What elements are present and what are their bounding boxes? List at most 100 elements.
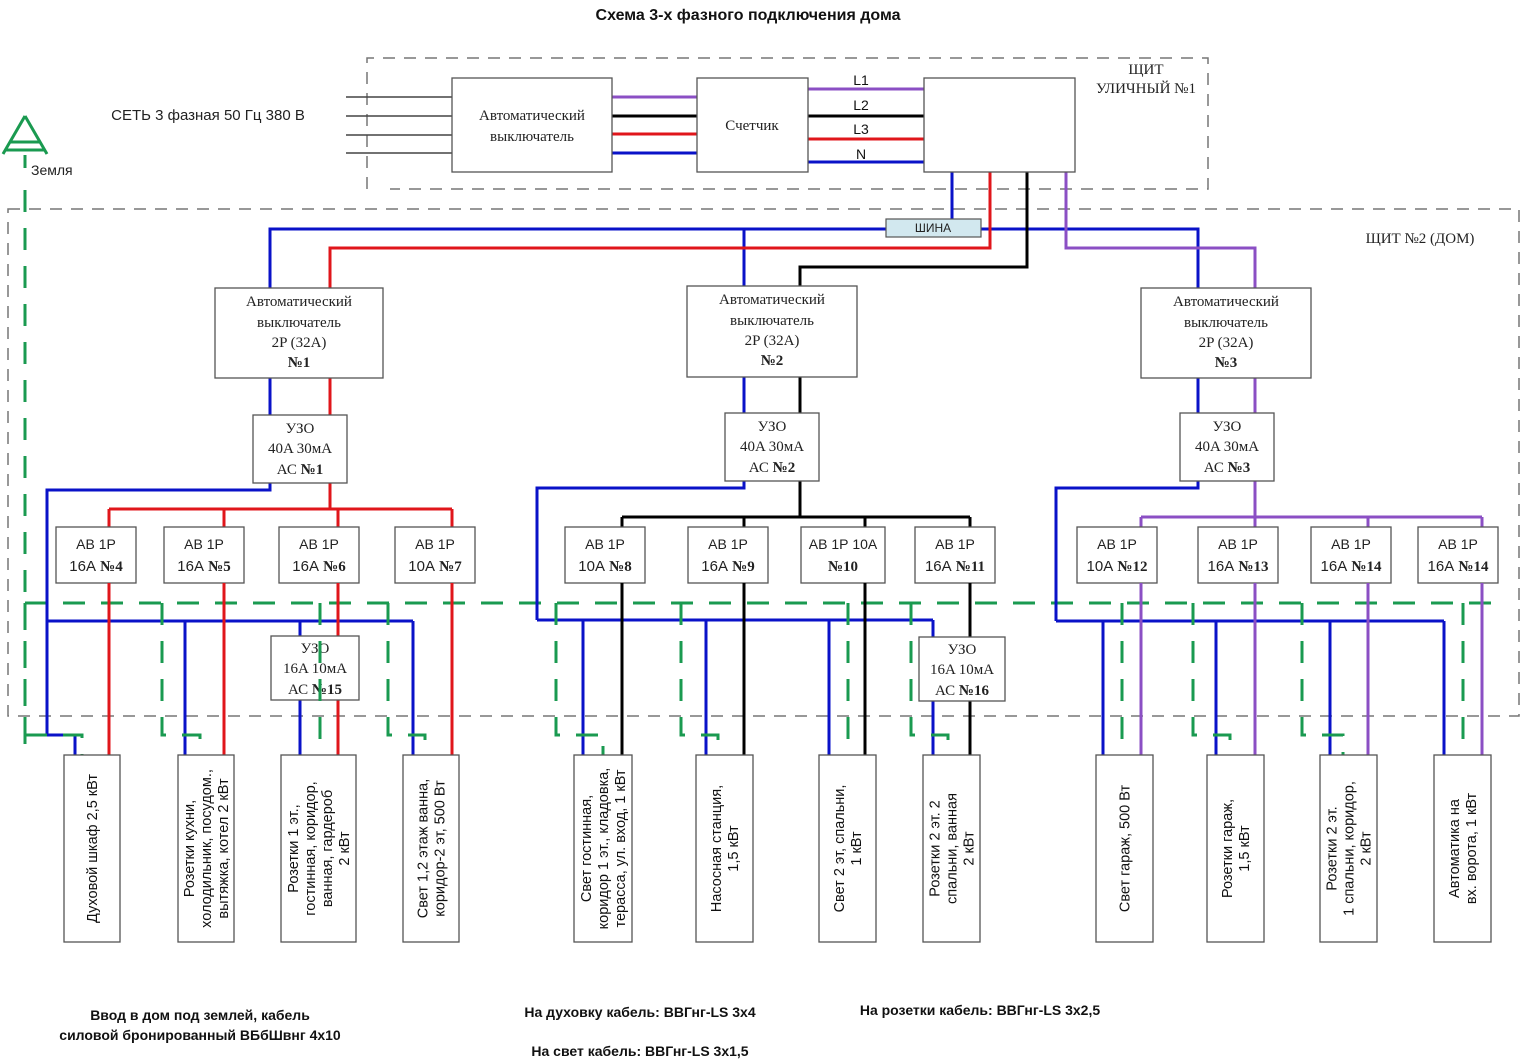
- sub-rcd-number: АС №16: [935, 683, 989, 699]
- breaker-label: АВ 1Р: [1438, 536, 1478, 552]
- rcd-label: УЗО: [758, 419, 787, 435]
- street-panel-label-2: УЛИЧНЫЙ №1: [1096, 80, 1196, 97]
- breaker-box: [394, 526, 476, 584]
- breaker-box: [163, 526, 245, 584]
- main-breaker-rating: 2P (32A): [745, 333, 800, 349]
- load-box: [573, 754, 633, 943]
- main-breaker-number: №1: [288, 355, 311, 371]
- note-socket-cable: На розетки кабель: ВВГнг-LS 3х2,5: [859, 1002, 1101, 1018]
- street-breaker-to-meter-wires: [612, 95, 697, 155]
- main-breaker-label: выключатель: [257, 315, 341, 331]
- ground-label: Земля: [31, 162, 73, 178]
- rcd-box: [1179, 412, 1275, 482]
- load-label: Свет гараж, 500 Вт: [1118, 785, 1134, 913]
- breaker-label: АВ 1Р: [184, 536, 224, 552]
- main-breaker-box: [214, 287, 384, 379]
- neutral-return-wire: [45, 483, 272, 621]
- main-breaker-box: [686, 285, 858, 378]
- breaker-number: 16А №5: [177, 558, 230, 575]
- breaker-number: 16А №13: [1208, 558, 1269, 575]
- breaker-label: АВ 1Р: [1097, 536, 1137, 552]
- house-panel-label: ЩИТ №2 (ДОМ): [1366, 231, 1475, 247]
- breaker-label: АВ 1Р 10А: [809, 536, 878, 552]
- ground-drop-wire: [554, 603, 605, 755]
- main-breaker-label: выключатель: [1184, 315, 1268, 331]
- feeder-wires: [268, 172, 1257, 290]
- ground-drop-wire: [25, 733, 84, 755]
- breaker-label: АВ 1Р: [935, 536, 975, 552]
- breaker-label: АВ 1Р: [1218, 536, 1258, 552]
- breaker-box: [278, 526, 360, 584]
- breaker-box: [564, 526, 646, 584]
- line-label-L2: L2: [853, 97, 869, 113]
- breaker-box: [1310, 526, 1392, 584]
- ground-drop-wire: [386, 603, 427, 755]
- ground-drop-wire: [679, 603, 720, 755]
- rcd-number: АС №2: [749, 460, 795, 476]
- diagram-title: Схема 3-х фазного подключения дома: [596, 7, 901, 24]
- load-box: [177, 754, 235, 943]
- rcd-rating: 40A 30мА: [740, 439, 804, 455]
- ground-drop-wire: [1191, 603, 1232, 755]
- breaker-box: [1417, 526, 1499, 584]
- breaker-number: 10А №7: [408, 558, 462, 575]
- rcd-number: АС №3: [1204, 460, 1250, 476]
- line-label-L3: L3: [853, 121, 869, 137]
- load-box: [922, 754, 981, 943]
- neutral-return-wire: [1054, 481, 1200, 621]
- main-breaker-label: Автоматический: [246, 294, 352, 310]
- breaker-number: 16А №11: [925, 558, 985, 575]
- rcd-box: [724, 412, 820, 482]
- sub-rcd-label: УЗО: [301, 641, 330, 657]
- load-label: Свет гостинная,коридор 1 эт., кладовка,т…: [579, 768, 629, 930]
- breaker-number: 16А №6: [292, 558, 346, 575]
- breaker-number: 16А №9: [701, 558, 754, 575]
- street-breaker-box: [451, 77, 613, 173]
- main-breaker-label: Автоматический: [1173, 294, 1279, 310]
- rcd-rating: 40A 30мА: [268, 441, 332, 457]
- meter-box: [696, 77, 809, 173]
- load-box: [1095, 754, 1154, 943]
- breaker-label: АВ 1Р: [415, 536, 455, 552]
- load-label: Духовой шкаф 2,5 кВт: [85, 774, 101, 923]
- ground-drop-wire: [1300, 603, 1345, 755]
- supply-wires: [346, 96, 452, 154]
- ground-drop-wire: [160, 603, 202, 755]
- load-box: [402, 754, 460, 943]
- distribution-box: [923, 77, 1076, 173]
- ground-tree-icon: [1, 115, 49, 168]
- load-box: [818, 754, 877, 943]
- sub-rcd-number: АС №15: [288, 682, 342, 698]
- load-box: [1319, 754, 1378, 943]
- load-label: Розетки кухни,холодильник, посудом.,вытя…: [182, 769, 232, 928]
- breaker-number: №10: [828, 559, 858, 575]
- rcd-box: [252, 414, 348, 484]
- breaker-label: АВ 1Р: [76, 536, 116, 552]
- breaker-box: [1197, 526, 1279, 584]
- main-breaker-label: выключатель: [730, 313, 814, 329]
- breaker-number: 16А №14: [1321, 558, 1382, 575]
- note-entry-line1: Ввод в дом под землей, кабель: [90, 1007, 310, 1023]
- breaker-label: АВ 1Р: [1331, 536, 1371, 552]
- street-panel-enclosure: [366, 57, 1209, 190]
- breaker-box: [687, 526, 769, 584]
- load-label: Автоматика навх. ворота, 1 кВт: [1447, 792, 1480, 904]
- breaker-label: АВ 1Р: [585, 536, 625, 552]
- load-label: Насосная станция,1,5 кВт: [709, 785, 742, 912]
- breaker-box: [914, 526, 996, 584]
- breaker-label: АВ 1Р: [708, 536, 748, 552]
- main-breaker-label: Автоматический: [719, 292, 825, 308]
- breaker-label: АВ 1Р: [299, 536, 339, 552]
- note-entry: Ввод в дом под землей, кабель силовой бр…: [20, 1005, 380, 1045]
- line-label-N: N: [856, 146, 866, 162]
- supply-label: СЕТЬ 3 фазная 50 Гц 380 В: [111, 107, 305, 124]
- neutral-return-wire: [535, 481, 746, 620]
- sub-rcd-label: УЗО: [948, 642, 977, 658]
- load-label: Свет 1,2 этаж ванна,коридор-2 эт, 500 Вт: [416, 779, 449, 919]
- load-box: [280, 754, 357, 943]
- rcd-label: УЗО: [286, 421, 315, 437]
- load-box: [695, 754, 754, 943]
- breaker-number: 10А №12: [1087, 558, 1148, 575]
- load-label: Розетки 1 эт.,гостинная, коридор,ванная,…: [286, 781, 353, 915]
- breaker-box: [1076, 526, 1158, 584]
